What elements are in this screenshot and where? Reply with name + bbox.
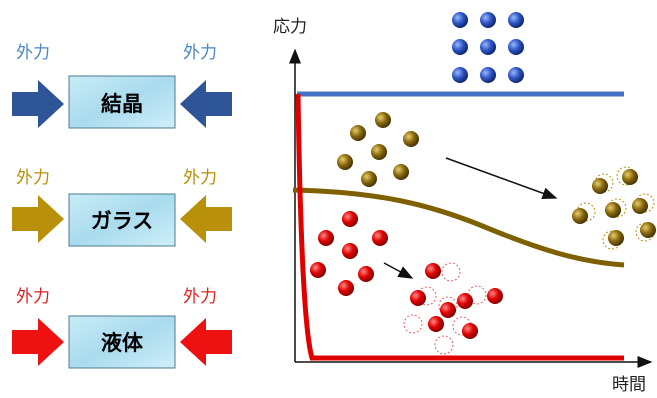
row-glass: 外力 外力 ガラス [12,168,232,247]
liquid-particle [358,266,374,282]
glass-particle [361,171,377,187]
liquid-box-label: 液体 [101,331,144,355]
glass-particle [622,169,638,185]
liquid-particle [410,290,426,306]
arrow-left-icon [180,195,232,243]
graph: 応力 時間 [273,17,653,395]
x-axis-label: 時間 [612,375,646,395]
force-label-left-crystal: 外力 [16,43,50,63]
glass-particle [605,202,621,218]
glass-particle [632,198,648,214]
glass-particle [371,144,387,160]
glass-particle [592,178,608,194]
glass-box [68,193,176,247]
y-axis-label: 応力 [273,17,307,37]
crystal-particle [508,67,524,83]
crystal-particles [452,12,524,83]
liquid-particle [310,262,326,278]
liquid-ghost [441,262,461,282]
glass-particles-initial [337,112,419,187]
crystal-particle [480,67,496,83]
crystal-particle [452,67,468,83]
crystal-particle [452,39,468,55]
glass-arrow [445,157,558,200]
liquid-particle [487,288,503,304]
glass-particle [337,154,353,170]
force-label-left-liquid: 外力 [16,287,50,307]
crystal-particle [508,12,524,28]
crystal-particle [480,12,496,28]
liquid-particle [318,230,334,246]
liquid-box [68,315,176,369]
glass-particle [403,131,419,147]
arrow-right-icon [12,318,64,366]
liquid-particle [372,230,388,246]
glass-box-label: ガラス [91,209,154,233]
arrow-left-icon [180,80,232,128]
arrow-left-icon [180,318,232,366]
crystal-particle [480,39,496,55]
glass-particle [375,112,391,128]
liquid-particle [462,323,478,339]
crystal-particle [452,12,468,28]
liquid-particle [425,263,441,279]
force-label-right-crystal: 外力 [183,43,217,63]
force-label-right-glass: 外力 [183,168,217,188]
glass-particle [572,208,588,224]
force-label-left-glass: 外力 [16,168,50,188]
liquid-ghost [434,335,454,355]
liquid-particle [338,280,354,296]
liquid-curve [295,93,624,361]
liquid-particle [342,211,358,227]
glass-particle [608,230,624,246]
liquid-particle [440,302,456,318]
row-liquid: 外力 外力 液体 [12,287,232,369]
glass-particle [350,125,366,141]
row-crystal: 外力 外力 結晶 [12,43,232,129]
liquid-particle [457,293,473,309]
arrow-right-icon [12,80,64,128]
glass-particle [640,222,656,238]
liquid-particles-initial [310,211,388,296]
liquid-ghost [438,296,458,316]
force-label-right-liquid: 外力 [183,287,217,307]
liquid-ghost [403,314,423,334]
arrow-right-icon [12,195,64,243]
liquid-arrow [383,262,414,279]
crystal-particle [508,39,524,55]
crystal-box [68,75,176,129]
liquid-particle [428,316,444,332]
glass-curve [292,187,625,268]
crystal-box-label: 結晶 [101,92,143,116]
glass-particle [393,164,409,180]
liquid-particle [342,243,358,259]
glass-particles-final [572,166,656,250]
liquid-particles-final [403,262,503,355]
